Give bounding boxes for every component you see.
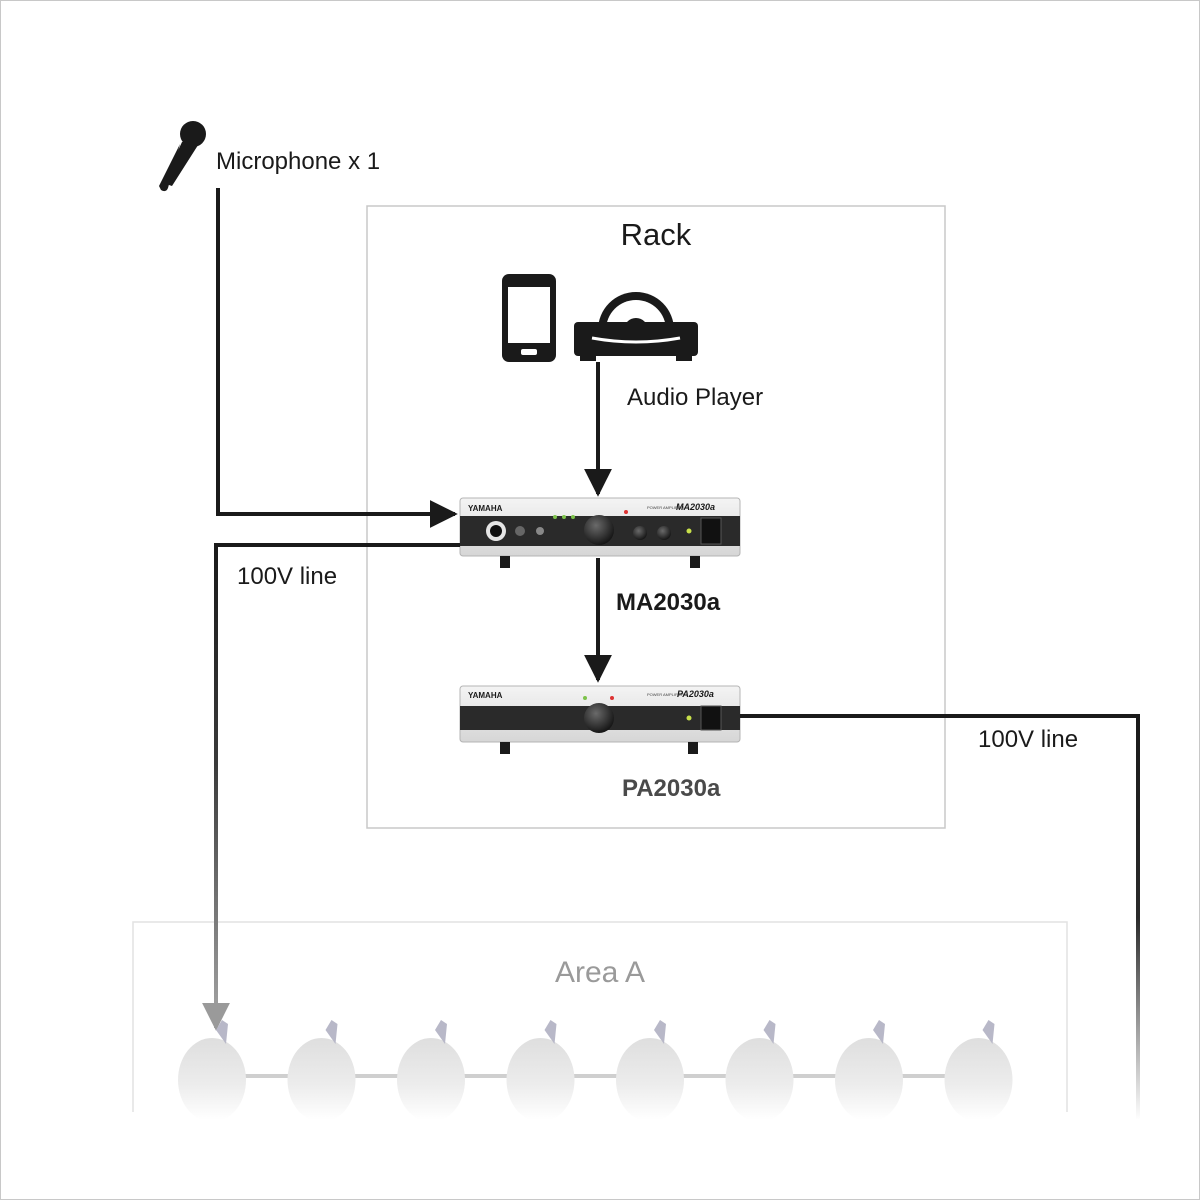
area-a: Area A [132, 921, 1068, 1112]
pa2030a-label: PA2030a [622, 775, 721, 802]
rack: Rack [366, 205, 946, 829]
ceiling-speaker-icon [616, 1020, 684, 1122]
microphone-icon [159, 121, 206, 192]
ceiling-speaker-icon [287, 1020, 356, 1122]
pa2030a-faceplate-model: PA2030a [677, 689, 714, 699]
right-100v-label: 100V line [978, 726, 1078, 753]
ceiling-speaker-icon [178, 1020, 246, 1122]
smartphone-icon [502, 274, 556, 362]
rack-border [366, 205, 946, 829]
ma2030a-brand: YAMAHA [468, 504, 503, 513]
left-100v-line [202, 543, 460, 1031]
pa2030a-brand: YAMAHA [468, 691, 503, 700]
ceiling-speaker-icon [835, 1020, 903, 1122]
ceiling-speaker-icon [944, 1020, 1013, 1122]
area-border [132, 921, 1068, 1112]
cd-player-icon [574, 292, 698, 361]
ceiling-speaker-icon [725, 1020, 794, 1122]
right-100v-line [740, 714, 1140, 1120]
pa2030a-device: YAMAHA POWER AMPLIFIER PA2030a [459, 685, 741, 754]
ceiling-speaker-icon [397, 1020, 465, 1122]
ceiling-speaker-icon [506, 1020, 575, 1122]
left-100v-label: 100V line [237, 563, 337, 590]
speaker-row [178, 1020, 1013, 1122]
mic-signal-line [216, 188, 458, 528]
pa2030a-series: POWER AMPLIFIER [647, 692, 684, 697]
microphone-label: Microphone x 1 [216, 148, 380, 175]
ma2030a-device: YAMAHA POWER AMPLIFIER MA2030a [459, 497, 741, 568]
ma2030a-label: MA2030a [616, 589, 721, 616]
rack-title: Rack [621, 217, 692, 252]
ma2030a-series: POWER AMPLIFIER [647, 505, 684, 510]
area-title: Area A [555, 956, 645, 989]
ma2030a-faceplate-model: MA2030a [676, 502, 715, 512]
audio-player-label: Audio Player [627, 384, 763, 411]
